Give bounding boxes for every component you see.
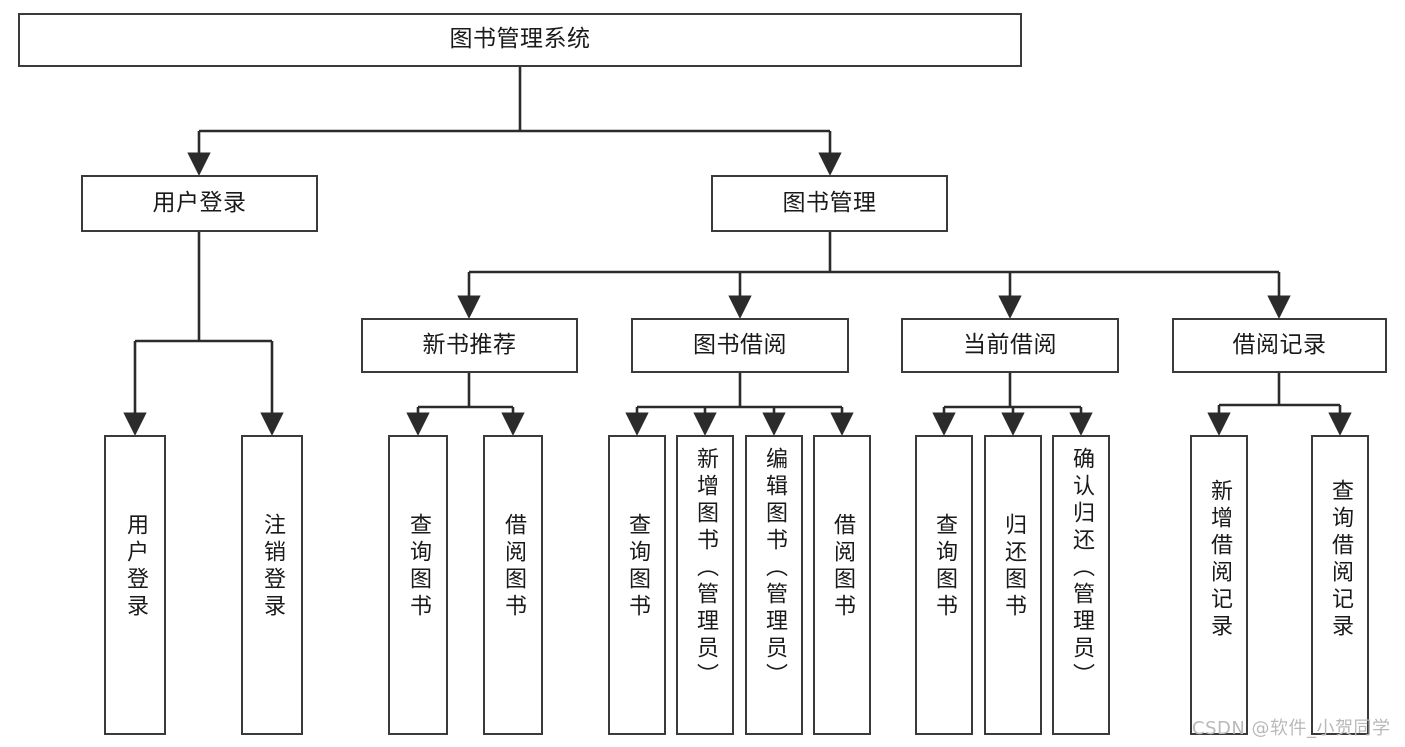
node-leaf-confirm-return[interactable]: 确认归还（管理员） [1052,435,1110,735]
node-leaf-confirm-return-label: 确认归还（管理员） [1069,447,1094,690]
node-leaf-query-book-1[interactable]: 查询图书 [388,435,448,735]
node-user-login-label: 用户登录 [152,189,247,216]
node-leaf-add-book-label: 新增图书（管理员） [693,447,718,690]
node-leaf-query-record[interactable]: 查询借阅记录 [1311,435,1369,735]
node-leaf-query-book-2[interactable]: 查询图书 [608,435,666,735]
node-leaf-query-book-3-label: 查询图书 [932,513,957,621]
node-leaf-logout-login-label: 注销登录 [260,513,285,621]
node-root[interactable]: 图书管理系统 [18,13,1022,67]
node-leaf-edit-book[interactable]: 编辑图书（管理员） [745,435,803,735]
node-leaf-borrow-book-2-label: 借阅图书 [830,513,855,621]
node-leaf-user-login-label: 用户登录 [123,513,148,621]
node-borrow-record[interactable]: 借阅记录 [1172,318,1387,373]
node-leaf-logout-login[interactable]: 注销登录 [241,435,303,735]
node-leaf-borrow-book-2[interactable]: 借阅图书 [813,435,871,735]
node-leaf-add-book[interactable]: 新增图书（管理员） [676,435,734,735]
node-book-management[interactable]: 图书管理 [711,175,948,232]
node-leaf-borrow-book-1-label: 借阅图书 [501,513,526,621]
node-book-borrow[interactable]: 图书借阅 [631,318,849,373]
node-leaf-add-record-label: 新增借阅记录 [1207,479,1232,641]
node-book-borrow-label: 图书借阅 [693,331,787,358]
node-leaf-return-book-label: 归还图书 [1001,513,1026,621]
node-current-borrow[interactable]: 当前借阅 [901,318,1119,373]
node-new-book-recommend[interactable]: 新书推荐 [361,318,578,373]
node-new-book-recommend-label: 新书推荐 [422,331,517,358]
node-user-login[interactable]: 用户登录 [81,175,318,232]
node-leaf-query-book-2-label: 查询图书 [625,513,650,621]
node-leaf-query-record-label: 查询借阅记录 [1328,479,1353,641]
node-leaf-user-login[interactable]: 用户登录 [104,435,166,735]
watermark-text: CSDN @软件_小贺同学 [1192,718,1391,739]
node-leaf-borrow-book-1[interactable]: 借阅图书 [483,435,543,735]
node-leaf-query-book-3[interactable]: 查询图书 [915,435,973,735]
node-leaf-edit-book-label: 编辑图书（管理员） [762,447,787,690]
node-leaf-add-record[interactable]: 新增借阅记录 [1190,435,1248,735]
node-borrow-record-label: 借阅记录 [1232,331,1327,358]
node-root-label: 图书管理系统 [449,26,591,53]
node-leaf-return-book[interactable]: 归还图书 [984,435,1042,735]
node-book-management-label: 图书管理 [782,189,877,216]
node-current-borrow-label: 当前借阅 [963,331,1057,358]
node-leaf-query-book-1-label: 查询图书 [406,513,431,621]
